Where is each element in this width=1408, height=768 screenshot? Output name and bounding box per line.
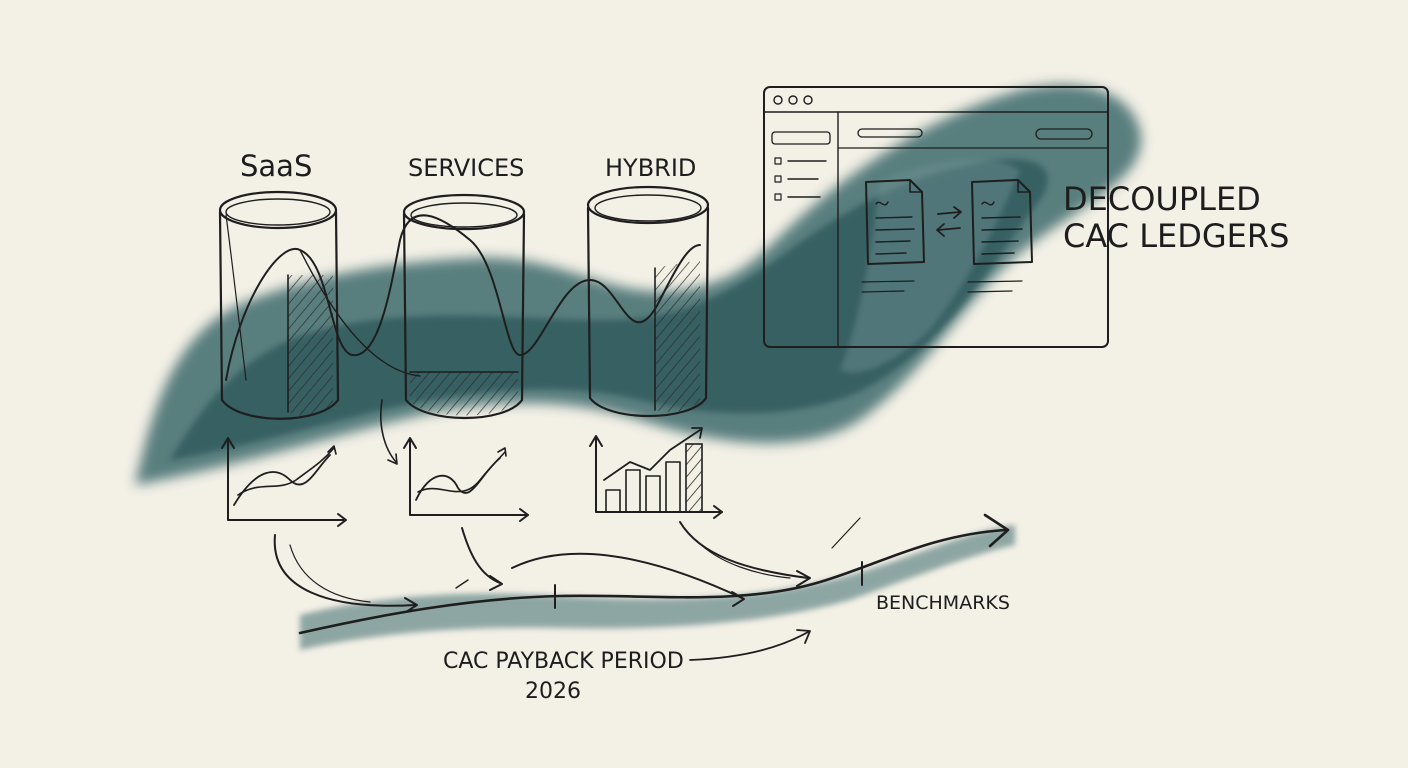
- watercolor-wash: [135, 84, 1142, 650]
- ledger-browser-window: [763, 86, 1109, 348]
- timeline-title: CAC PAYBACK PERIOD: [443, 649, 684, 674]
- document-icon: [861, 179, 925, 293]
- flow-arrows: [273, 399, 861, 613]
- toolbar-field: [857, 128, 923, 138]
- flow-curve: [225, 214, 701, 381]
- swap-arrows-icon: [936, 206, 962, 237]
- cylinder-services: [402, 193, 526, 420]
- benchmarks-label: BENCHMARKS: [876, 592, 1010, 614]
- window-dot-1: [773, 95, 783, 105]
- mini-chart-saas: [221, 437, 347, 527]
- window-dot-2: [788, 95, 798, 105]
- toolbar-pill: [1035, 128, 1093, 140]
- sidebar-search-icon: [771, 131, 831, 145]
- timeline-year: 2026: [525, 679, 581, 704]
- segment-label-saas: SaaS: [240, 149, 312, 183]
- mini-chart-services: [403, 437, 529, 522]
- bar-2: [625, 469, 641, 513]
- segment-label-hybrid: HYBRID: [605, 154, 696, 182]
- bar-1: [605, 489, 621, 513]
- timeline: [298, 513, 1010, 661]
- cylinder-saas: [218, 190, 340, 420]
- ledger-title-line1: DECOUPLED: [1063, 180, 1261, 218]
- bar-3: [645, 475, 661, 513]
- bar-5: [685, 443, 703, 513]
- segment-label-services: SERVICES: [408, 154, 524, 182]
- mini-chart-hybrid: [589, 427, 723, 519]
- bar-4: [665, 461, 681, 513]
- document-icon: [967, 179, 1033, 293]
- sidebar-list: [774, 157, 827, 201]
- cylinder-hybrid: [586, 185, 710, 418]
- window-dot-3: [803, 95, 813, 105]
- ledger-title-line2: CAC LEDGERS: [1063, 217, 1289, 255]
